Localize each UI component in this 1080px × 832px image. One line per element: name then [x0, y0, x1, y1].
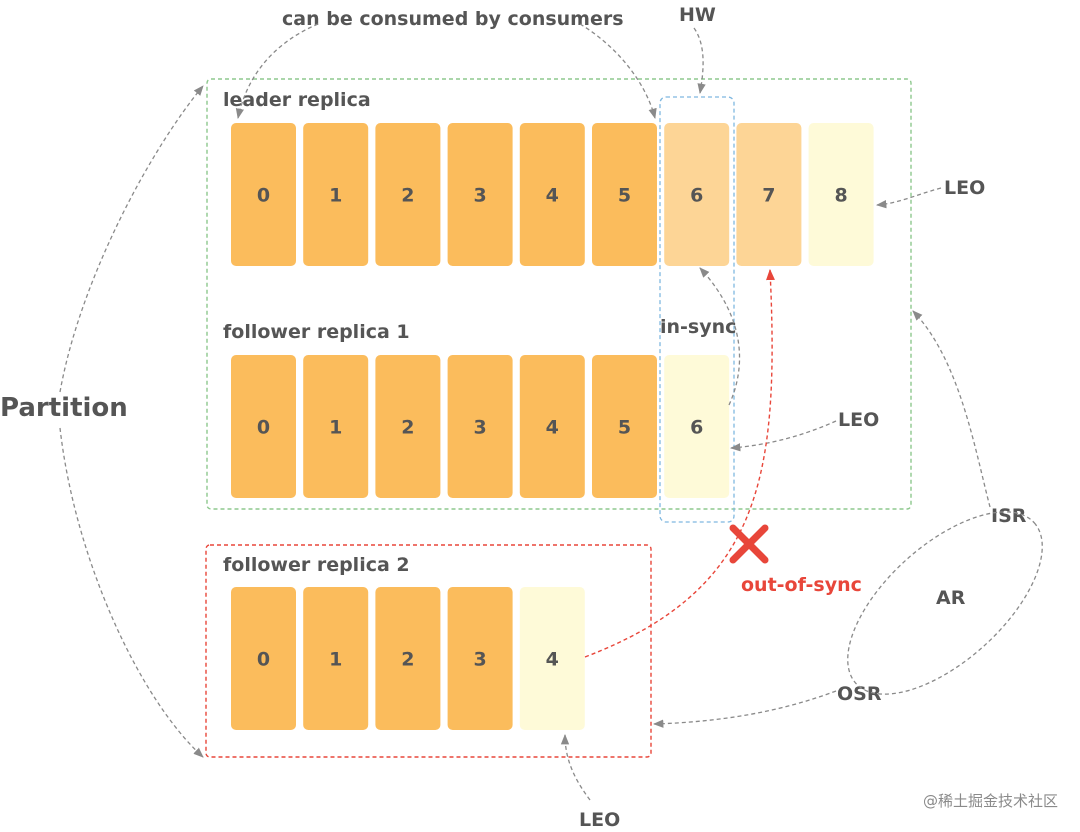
- follower-replica-2-row: 0 1 2 3 4: [231, 587, 585, 730]
- log-cell: 5: [592, 123, 657, 266]
- log-offset-label: 0: [257, 185, 270, 207]
- follower1-leo-arrow: [729, 420, 837, 452]
- follower2-leo-arrow: [560, 733, 591, 801]
- log-cell-box: [592, 355, 657, 498]
- log-cell: 0: [231, 123, 296, 266]
- log-cell-box: [736, 123, 802, 266]
- isr-label: ISR: [991, 505, 1027, 527]
- hw-label: HW: [679, 4, 716, 26]
- log-offset-label: 4: [546, 649, 559, 671]
- log-offset-label: 0: [257, 649, 270, 671]
- log-cell-box: [592, 123, 657, 266]
- log-cell-box: [447, 355, 513, 498]
- log-cell: 2: [375, 587, 441, 730]
- ar-ellipse: [847, 511, 1043, 695]
- consumers-left-arrow: [235, 23, 319, 120]
- leader-leo-arrow: [875, 187, 942, 209]
- log-cell: 7: [736, 123, 802, 266]
- log-cell: 4: [519, 587, 585, 730]
- log-cell: 0: [231, 355, 296, 498]
- log-cell: 6: [664, 355, 730, 498]
- log-offset-label: 4: [546, 185, 559, 207]
- log-offset-label: 1: [329, 649, 342, 671]
- log-cell-box: [231, 355, 296, 498]
- out-of-sync-cross-icon: [729, 524, 769, 564]
- log-cell-box: [303, 123, 369, 266]
- log-offset-label: 3: [473, 649, 486, 671]
- log-offset-label: 2: [401, 417, 414, 439]
- log-offset-label: 1: [329, 417, 342, 439]
- consumers-right-arrow: [579, 23, 657, 120]
- consumers-annotation: can be consumed by consumers: [282, 8, 624, 30]
- follower2-leo-label: LEO: [579, 809, 620, 831]
- osr-label: OSR: [837, 683, 882, 705]
- log-cell: 3: [447, 123, 513, 266]
- log-cell-box: [303, 587, 369, 730]
- isr-arrow: [912, 310, 991, 508]
- in-sync-column-box: [659, 96, 735, 523]
- log-cell-box: [447, 123, 513, 266]
- in-sync-label: in-sync: [660, 316, 736, 338]
- log-cell-box: [375, 355, 441, 498]
- hw-arrow: [693, 27, 706, 95]
- log-cell: 1: [303, 355, 369, 498]
- log-cell: 1: [303, 123, 369, 266]
- log-cell: 6: [664, 123, 730, 266]
- log-offset-label: 5: [618, 417, 631, 439]
- osr-arrow: [652, 690, 837, 728]
- log-cell-box: [231, 587, 296, 730]
- partition-arrow-bottom: [59, 427, 204, 758]
- log-offset-label: 3: [473, 185, 486, 207]
- log-offset-label: 7: [762, 185, 775, 207]
- log-cell-box: [447, 587, 513, 730]
- log-cell: 5: [592, 355, 657, 498]
- partition-title: Partition: [0, 393, 128, 423]
- log-cell-box: [664, 123, 730, 266]
- log-cell: 4: [519, 355, 585, 498]
- log-cell-box: [808, 123, 874, 266]
- log-cell-box: [375, 587, 441, 730]
- follower1-leo-label: LEO: [838, 409, 879, 431]
- ar-label: AR: [936, 587, 966, 609]
- log-cell: 2: [375, 355, 441, 498]
- log-cell-box: [231, 123, 296, 266]
- osr-group-box: [205, 544, 652, 758]
- log-cell: 8: [808, 123, 874, 266]
- partition-arrow-top: [59, 85, 204, 393]
- log-cell: 1: [303, 587, 369, 730]
- out-of-sync-arrow: [584, 268, 775, 658]
- log-offset-label: 1: [329, 185, 342, 207]
- leader-replica-label: leader replica: [223, 89, 371, 111]
- log-cell: 2: [375, 123, 441, 266]
- isr-group-box: [206, 78, 912, 510]
- log-cell-box: [519, 355, 585, 498]
- log-cell: 3: [447, 355, 513, 498]
- log-offset-label: 6: [690, 185, 703, 207]
- log-offset-label: 4: [546, 417, 559, 439]
- log-offset-label: 5: [618, 185, 631, 207]
- log-cell: 0: [231, 587, 296, 730]
- log-offset-label: 2: [401, 185, 414, 207]
- follower-replica-2-label: follower replica 2: [223, 554, 410, 576]
- follower-replica-1-label: follower replica 1: [223, 321, 410, 343]
- in-sync-fetch-arrow: [699, 267, 741, 406]
- leader-replica-row: 0 1 2 3 4 5 6 7 8: [231, 123, 874, 266]
- log-cell: 3: [447, 587, 513, 730]
- watermark: @稀土掘金技术社区: [923, 792, 1058, 810]
- out-of-sync-label: out-of-sync: [741, 574, 862, 596]
- log-offset-label: 8: [834, 185, 847, 207]
- log-cell-box: [519, 587, 585, 730]
- leader-leo-label: LEO: [944, 177, 985, 199]
- log-offset-label: 2: [401, 649, 414, 671]
- log-cell-box: [303, 355, 369, 498]
- log-offset-label: 0: [257, 417, 270, 439]
- log-offset-label: 3: [473, 417, 486, 439]
- follower-replica-1-row: 0 1 2 3 4 5 6: [231, 355, 730, 498]
- log-offset-label: 6: [690, 417, 703, 439]
- log-cell-box: [375, 123, 441, 266]
- log-cell: 4: [519, 123, 585, 266]
- log-cell-box: [664, 355, 730, 498]
- log-cell-box: [519, 123, 585, 266]
